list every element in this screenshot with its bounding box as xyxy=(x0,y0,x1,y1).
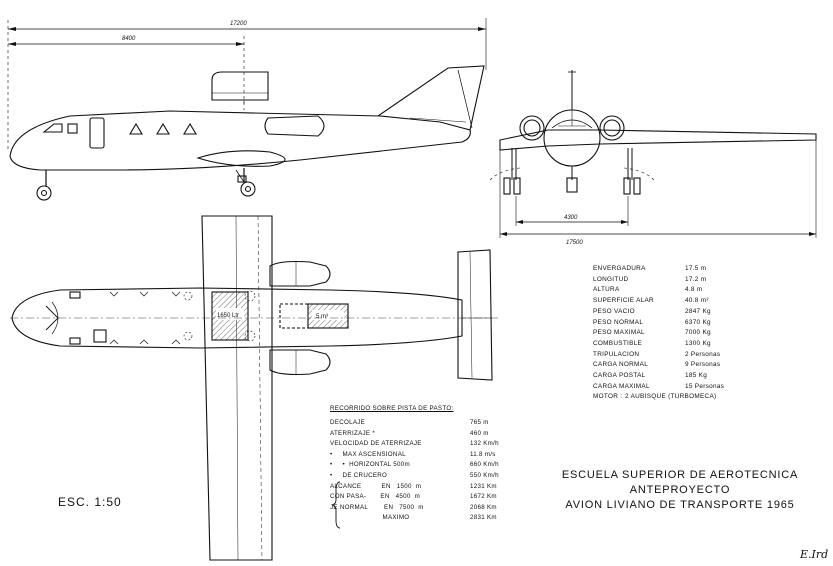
side-view xyxy=(9,65,485,201)
top-view: 1650 Ltr 5 m³ xyxy=(10,215,498,561)
spec-value: 40.8 m² xyxy=(685,297,709,305)
performance-row: • MAX ASCENSIONAL 11.8 m/s xyxy=(330,450,495,458)
spec-value: 185 Kg xyxy=(685,372,708,379)
performance-title: RECORRIDO SOBRE PISTA DE PASTO: xyxy=(330,405,454,412)
performance-row: • • HORIZONTAL 500m 660 Km/h xyxy=(330,461,499,469)
horizontal-tail xyxy=(457,249,493,381)
spec-value: 2847 Kg xyxy=(685,307,711,315)
performance-value: 765 m xyxy=(470,419,489,426)
performance-row: MAXIMO 2831 Km xyxy=(330,514,496,522)
spec-label: SUPERFICIE ALAR xyxy=(593,297,654,305)
performance-row: VELOCIDAD DE ATERRIZAJE 132 Km/h xyxy=(330,440,499,448)
engine-nacelle-side xyxy=(211,71,269,101)
performance-label: JE NORMAL EN 7500 m xyxy=(330,503,424,511)
range-brace xyxy=(331,481,341,529)
performance-value: 660 Km/h xyxy=(470,461,499,469)
spec-label: PESO MAXIMAL xyxy=(593,329,645,337)
performance-row: DECOLAJE 765 m xyxy=(330,419,488,426)
spec-value: 1300 Kg xyxy=(685,339,711,347)
wing-position-dimension: 8400 xyxy=(8,36,245,110)
performance-label: • • HORIZONTAL 500m xyxy=(330,461,410,469)
drawing-scale: ESC. 1:50 xyxy=(58,495,122,509)
spec-value: 7000 Kg xyxy=(685,329,711,337)
engine-nacelle-top-upper xyxy=(269,260,331,287)
performance-value: 132 Km/h xyxy=(470,440,499,448)
signature: E.Ird xyxy=(800,548,829,561)
spec-label: TRIPULACION xyxy=(593,350,640,358)
spec-label: COMBUSTIBLE xyxy=(593,339,643,347)
performance-label: • DE CRUCERO xyxy=(330,472,388,479)
fuselage-side xyxy=(9,110,471,171)
performance-label: MAXIMO xyxy=(330,514,410,522)
spec-label: ENVERGADURA xyxy=(593,265,646,272)
performance-row: ALCANCE EN 1500 m 1231 Km xyxy=(330,482,497,490)
wing-front xyxy=(499,129,817,151)
span-label: 17500 xyxy=(566,240,583,246)
wing-fairing xyxy=(196,150,286,167)
spec-label: PESO NORMAL xyxy=(593,318,644,326)
performance-label: ALCANCE EN 1500 m xyxy=(330,482,422,490)
spec-label: CARGA POSTAL xyxy=(593,372,646,379)
wheel-track-label: 4300 xyxy=(564,215,578,221)
performance-value: 11.8 m/s xyxy=(470,450,496,458)
school-name: ESCUELA SUPERIOR DE AEROTECNICA xyxy=(561,469,799,481)
spec-value: 4.8 m xyxy=(685,286,703,294)
engine-nacelle xyxy=(264,115,325,137)
performance-value: 2831 Km xyxy=(470,514,497,522)
engine-nacelle-top-lower xyxy=(269,349,331,376)
spec-value: 17.5 m xyxy=(685,265,707,272)
performance-value: 2068 Km xyxy=(470,503,497,511)
spec-label: LONGITUD xyxy=(593,275,629,283)
overall-length-label: 17200 xyxy=(230,21,247,27)
spec-label: CARGA MAXIMAL xyxy=(593,382,650,390)
spec-value: 2 Personas xyxy=(685,350,721,358)
performance-label: DECOLAJE xyxy=(330,419,366,426)
spec-label: MOTOR : xyxy=(593,393,623,401)
performance-row: ATERRIZAJE * 460 m xyxy=(330,429,488,437)
performance-label: ATERRIZAJE * xyxy=(330,429,376,437)
cockpit-window xyxy=(42,123,63,133)
cargo-hold-label: 5 m³ xyxy=(316,314,328,320)
spec-value: 17.2 m xyxy=(685,275,707,283)
spec-label: CARGA NORMAL xyxy=(593,361,649,369)
performance-row: CON PASA- EN 4500 m 1672 Km xyxy=(330,493,497,501)
performance-value: 460 m xyxy=(470,429,489,437)
cabin-door xyxy=(89,117,105,149)
spec-label: PESO VACIO xyxy=(593,307,635,315)
spec-label: ALTURA xyxy=(593,286,620,294)
nose-to-wing-label: 8400 xyxy=(122,36,136,42)
fuel-tank-label: 1650 Ltr xyxy=(217,313,239,319)
right-engine-front xyxy=(599,115,625,141)
project-type: ANTEPROYECTO xyxy=(629,484,731,496)
left-engine-front xyxy=(519,115,545,141)
spec-value: 6370 Kg xyxy=(685,318,711,326)
length-dimension: 17200 xyxy=(7,18,487,150)
performance-row: JE NORMAL EN 7500 m 2068 Km xyxy=(330,503,497,511)
spec-value: 2 AUBISQUE (TURBOMECA) xyxy=(625,393,717,401)
title-block: ESCUELA SUPERIOR DE AEROTECNICA ANTEPROY… xyxy=(540,468,820,513)
project-title: AVION LIVIANO DE TRANSPORTE 1965 xyxy=(565,499,795,511)
vertical-tail xyxy=(377,65,485,131)
spec-value: 9 Personas xyxy=(685,361,721,369)
performance-label: • MAX ASCENSIONAL xyxy=(330,450,406,458)
performance-label: CON PASA- EN 4500 m xyxy=(330,493,421,501)
performance-label: VELOCIDAD DE ATERRIZAJE xyxy=(330,440,422,448)
spec-value: 15 Personas xyxy=(685,382,725,390)
performance-row: • DE CRUCERO 550 Km/h xyxy=(330,472,499,479)
performance-value: 1672 Km xyxy=(470,493,497,501)
performance-value: 550 Km/h xyxy=(470,472,499,479)
performance-value: 1231 Km xyxy=(470,482,497,490)
front-view: 4300 17500 xyxy=(489,70,817,246)
